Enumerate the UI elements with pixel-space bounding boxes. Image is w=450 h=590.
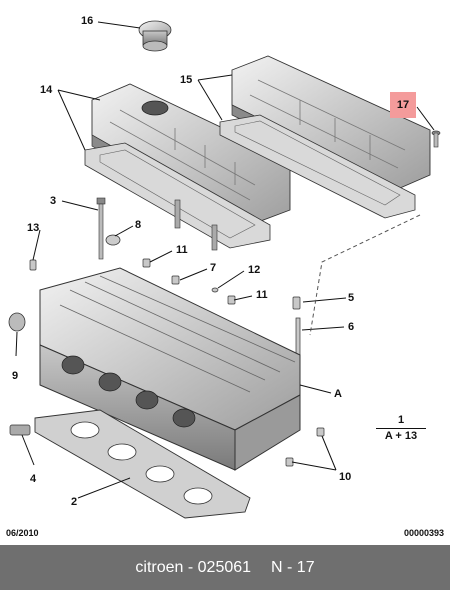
callout-15: 15 xyxy=(180,74,193,86)
caption-brand: citroen xyxy=(135,558,184,576)
callout-7: 7 xyxy=(210,262,217,274)
callout-17-highlighted: 17 xyxy=(390,92,416,118)
caption-bar: citroen - 025061 N - 17 xyxy=(0,545,450,590)
callout-3: 3 xyxy=(50,195,57,207)
reference-dashed-line xyxy=(309,214,421,336)
callout-14: 14 xyxy=(40,84,53,96)
assembly-note-bottom: A + 13 xyxy=(384,430,418,442)
callout-8: 8 xyxy=(135,219,142,231)
cover-gasket-left xyxy=(84,142,271,251)
callout-11-bottom: 11 xyxy=(256,289,268,301)
washer xyxy=(105,234,121,246)
cylinder-head xyxy=(39,267,301,471)
cover-gasket-right xyxy=(219,114,416,219)
callout-9: 9 xyxy=(12,370,19,382)
callout-11-top: 11 xyxy=(176,244,188,256)
cover-screw xyxy=(431,130,441,148)
callout-12: 12 xyxy=(248,264,261,276)
callout-5: 5 xyxy=(348,292,355,304)
footer-date: 06/2010 xyxy=(6,528,39,538)
callout-13: 13 xyxy=(27,222,40,234)
callout-16: 16 xyxy=(81,15,94,27)
callout-10: 10 xyxy=(339,471,352,483)
callout-6: 6 xyxy=(348,321,355,333)
plug xyxy=(8,312,26,332)
exploded-parts-diagram xyxy=(8,20,441,519)
assembly-note-divider xyxy=(376,428,426,429)
callout-A: A xyxy=(334,388,342,400)
dowels xyxy=(285,427,325,467)
callout-4: 4 xyxy=(30,473,37,485)
oil-filler-cap xyxy=(138,20,172,52)
sensor xyxy=(9,424,31,436)
footer-code: 00000393 xyxy=(403,528,444,538)
caption-part: 025061 xyxy=(197,558,252,576)
caption-sep-1: - xyxy=(183,558,198,576)
callout-2: 2 xyxy=(71,496,78,508)
head-gasket xyxy=(34,409,251,519)
caption-ref: N - 17 xyxy=(271,558,315,576)
assembly-note: 1 A + 13 xyxy=(376,414,426,442)
small-parts xyxy=(29,258,301,357)
head-bolt xyxy=(96,197,106,260)
assembly-note-top: 1 xyxy=(397,414,405,426)
leader-lines xyxy=(15,21,435,499)
